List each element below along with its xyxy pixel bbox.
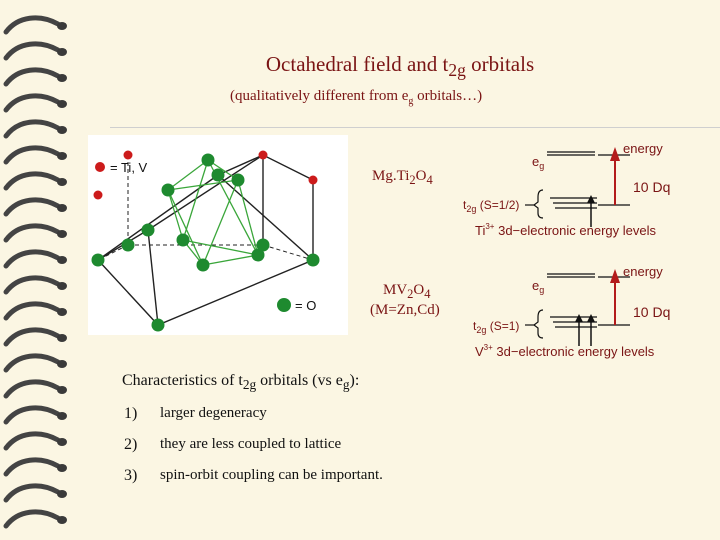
spiral-ring [3,67,61,87]
spiral-ring [3,223,61,243]
titanium-atom [123,150,133,160]
title-divider [110,127,720,128]
spiral-ring [3,379,61,399]
oxygen-atom [151,318,165,332]
oxygen-atom [306,253,320,267]
binding-hole [57,256,67,264]
spiral-ring [3,509,61,529]
binding-hole [57,490,67,498]
diagram-background [88,135,348,335]
spiral-ring [3,405,61,425]
spiral-ring [3,353,61,373]
binding-hole [57,230,67,238]
binding-hole [57,48,67,56]
spiral-ring [3,483,61,503]
compound-mv2o4-note: (M=Zn,Cd) [370,302,440,318]
oxygen-atom [161,183,175,197]
titanium-atom [258,150,268,160]
legend-ti-label: = Ti, V [110,160,148,175]
oxygen-atom [176,233,190,247]
spin-up-arrow-1-head [575,314,583,322]
oxygen-atom [196,258,210,272]
hidden-edges [97,155,314,261]
titanium-atom [308,175,318,185]
titanium-atoms [93,150,318,200]
oxygen-atom [121,238,135,252]
binding-hole [57,516,67,524]
spiral-ring [3,457,61,477]
energy-label: energy [623,264,663,279]
oxygen-atom [256,238,270,252]
binding-hole [57,152,67,160]
energy-arrow-head [610,269,620,283]
octahedral-crystal-diagram: = Ti, V = O [88,135,348,335]
oxygen-atom [231,173,245,187]
spiral-ring [3,301,61,321]
oxygen-atom [91,253,105,267]
binding-hole [57,22,67,30]
spiral-ring [3,41,61,61]
t2g-brace [533,309,544,339]
ti-energy-level-diagram: eg energy 10 Dq t2g (S=1/2) Ti3+ 3d−elec… [463,141,670,238]
legend-o-label: = O [295,298,316,313]
spiral-ring [3,431,61,451]
binding-hole [57,412,67,420]
t2g-label: t2g (S=1/2) [463,198,519,214]
binding-hole [57,360,67,368]
legend-ti-marker [95,162,105,172]
binding-hole [57,74,67,82]
spiral-ring [3,249,61,269]
spiral-ring [3,93,61,113]
binding-hole [57,282,67,290]
ti-caption: Ti3+ 3d−electronic energy levels [475,222,656,238]
list-item: 2) they are less coupled to lattice [124,436,342,453]
titanium-atom [93,190,103,200]
binding-hole [57,464,67,472]
binding-hole [57,178,67,186]
binding-hole [57,386,67,394]
ten-dq-label: 10 Dq [633,304,670,320]
oxygen-atom [141,223,155,237]
binding-hole [57,438,67,446]
t2g-brace [533,189,544,219]
oxygen-atom [251,248,265,262]
legend-o-marker [277,298,291,312]
v-energy-level-diagram: eg energy 10 Dq t2g (S=1) V3+ 3d−electro… [473,264,670,359]
spiral-ring [3,119,61,139]
spin-up-arrow-2-head [587,314,595,322]
oxygen-atoms [91,153,320,332]
v-caption: V3+ 3d−electronic energy levels [475,343,655,359]
binding-hole [57,334,67,342]
energy-arrow-head [610,147,620,161]
slide-subtitle: (qualitatively different from eg orbital… [230,88,483,107]
oxygen-atom [201,153,215,167]
spiral-ring [3,275,61,295]
characteristics-heading: Characteristics of t2g orbitals (vs eg): [122,372,360,393]
spiral-binding [3,15,67,529]
energy-label: energy [623,141,663,156]
binding-hole [57,204,67,212]
binding-hole [57,100,67,108]
binding-hole [57,126,67,134]
spiral-ring [3,145,61,165]
ten-dq-label: 10 Dq [633,179,670,195]
spiral-ring [3,197,61,217]
spin-up-arrow-head [587,195,595,203]
compound-mgti2o4: Mg.Ti2O4 [372,168,433,187]
binding-hole [57,308,67,316]
spiral-ring [3,327,61,347]
t2g-label: t2g (S=1) [473,319,519,335]
slide-title: Octahedral field and t2g orbitals [265,52,535,81]
eg-label: eg [532,278,544,295]
spiral-ring [3,15,61,35]
compound-mv2o4: MV2O4 [383,282,431,301]
spiral-ring [3,171,61,191]
oxygen-atom [211,168,225,182]
eg-label: eg [532,154,544,171]
list-item: 3) spin-orbit coupling can be important. [124,467,383,484]
list-item: 1) larger degeneracy [124,405,267,422]
